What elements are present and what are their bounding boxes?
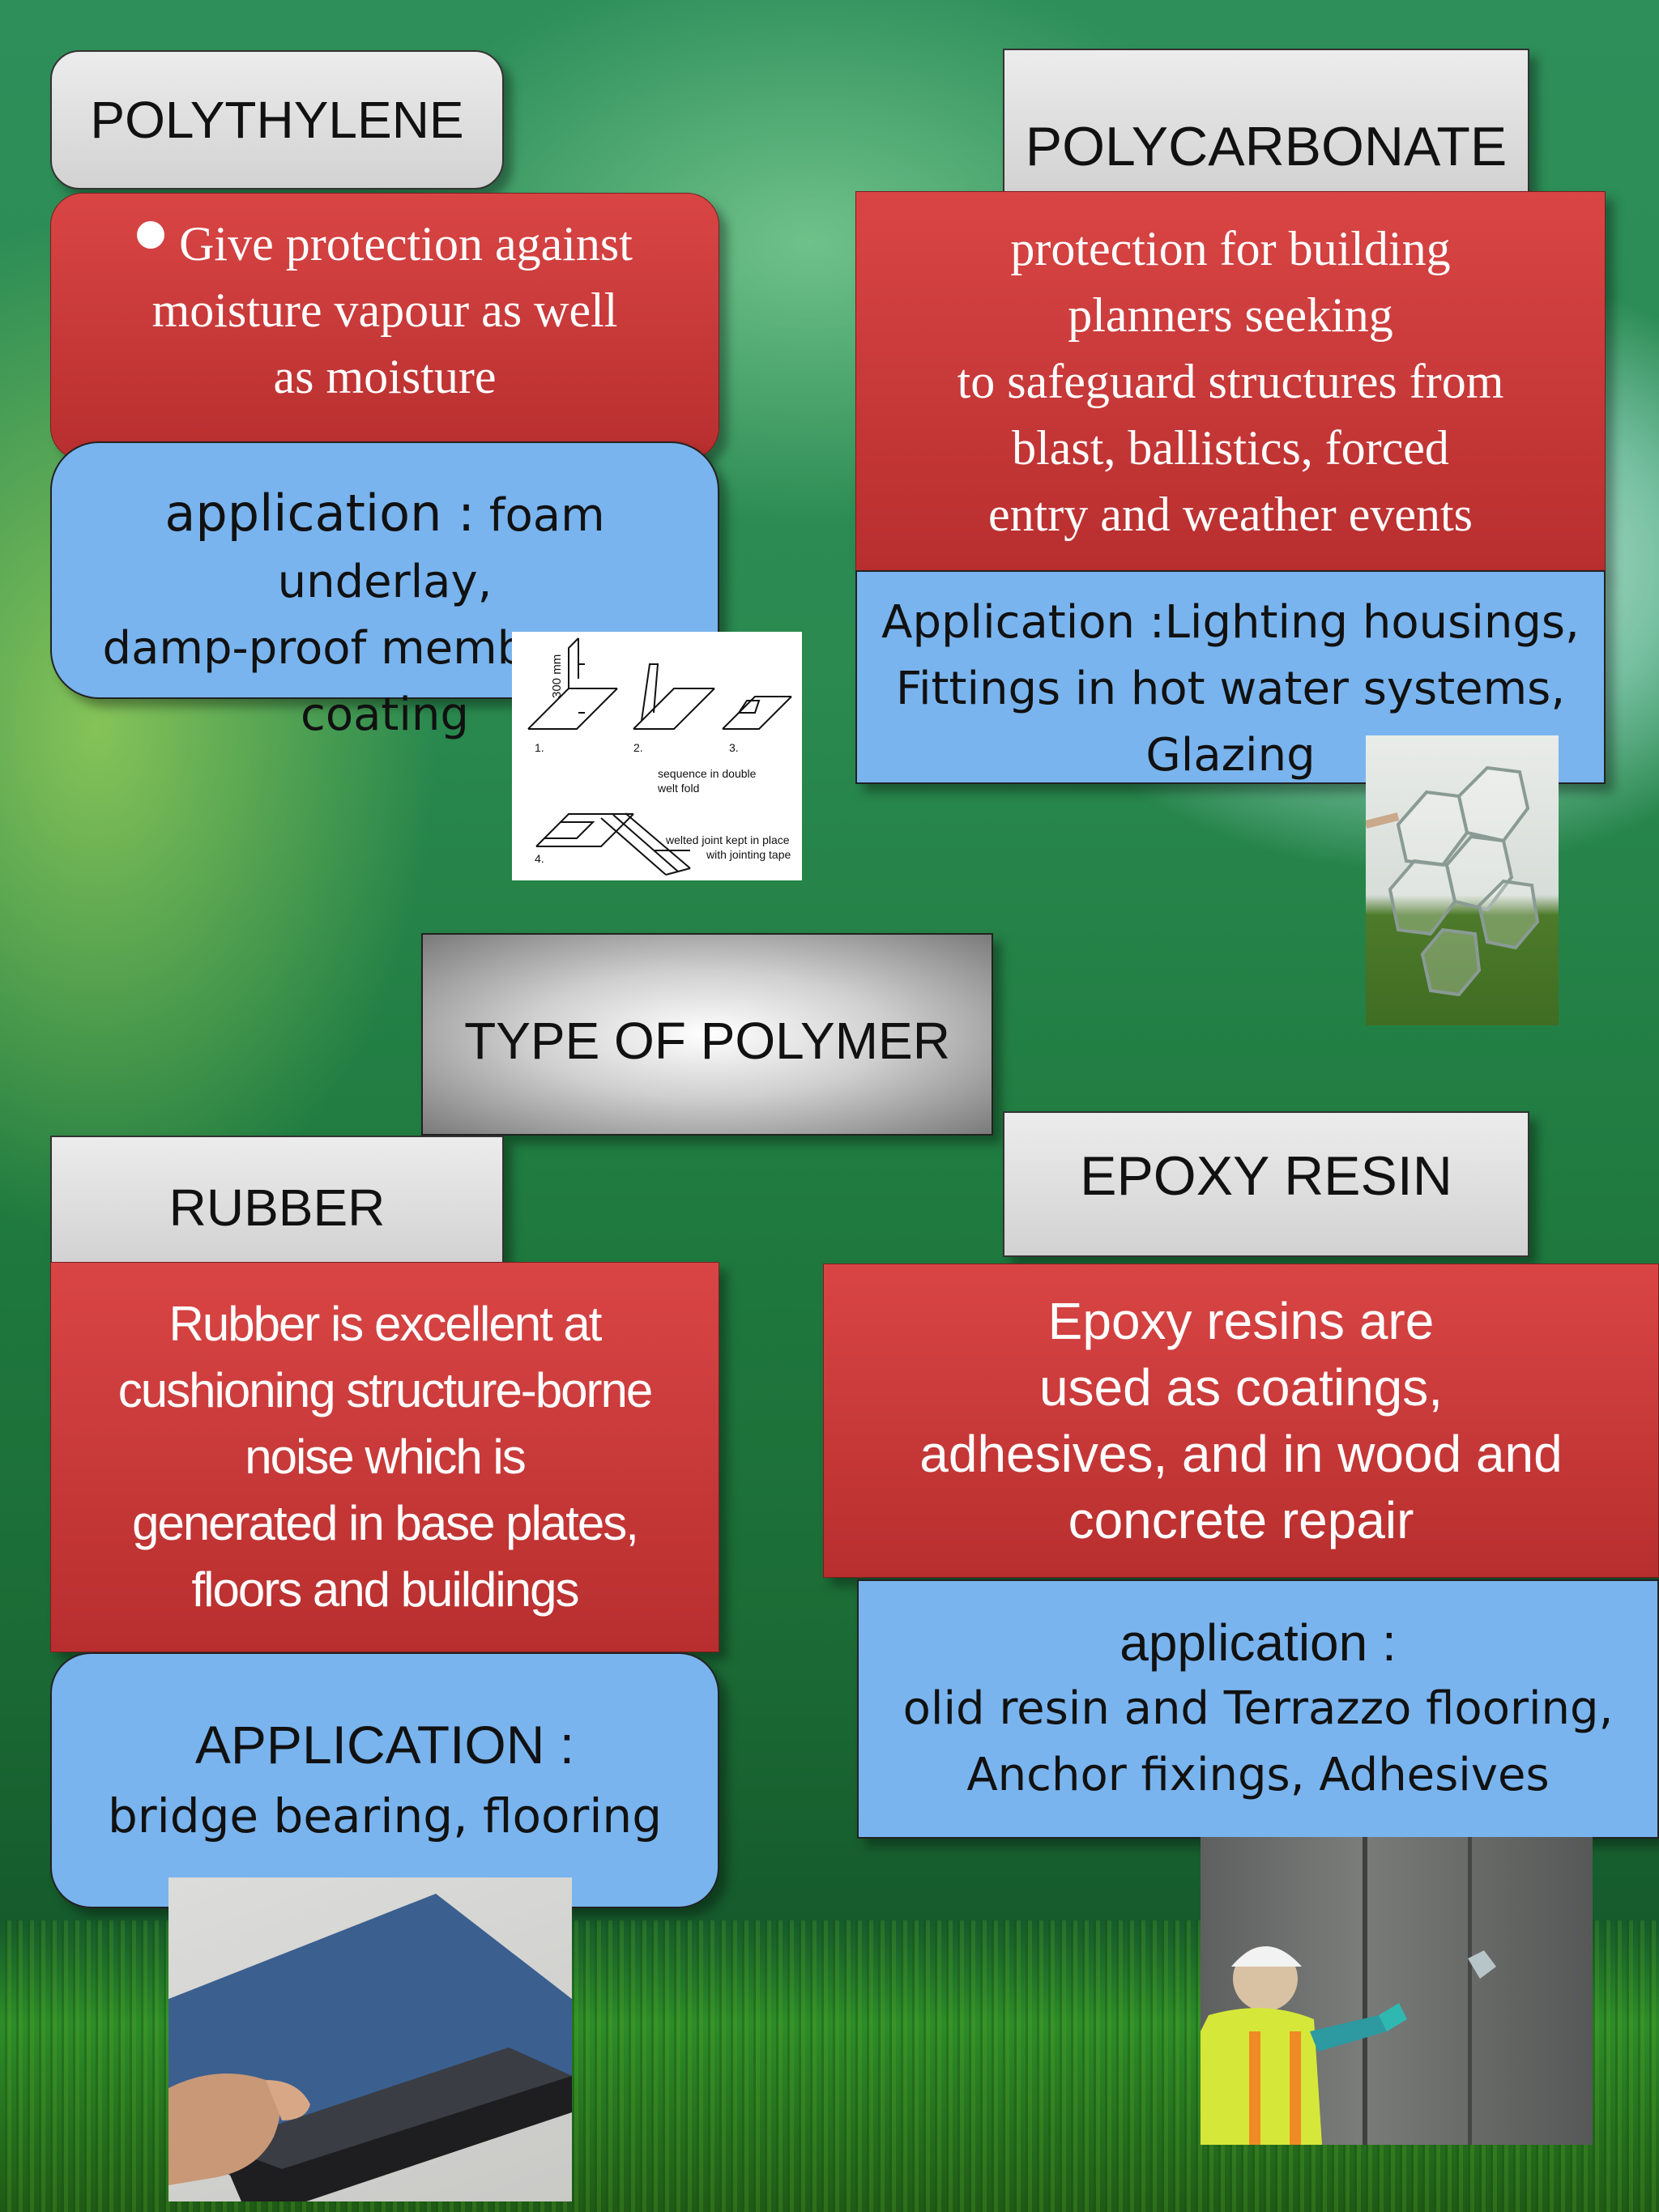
diagram-step-1: 1. (535, 741, 544, 754)
epoxy-desc-line-3: adhesives, and in wood and (919, 1425, 1563, 1483)
diagram-step-2: 2. (633, 741, 643, 754)
polythylene-app-line-1: foam underlay, (277, 489, 605, 608)
epoxy-title-text: EPOXY RESIN (1080, 1145, 1452, 1207)
rubber-desc-line-4: generated in base plates, (132, 1496, 639, 1550)
polycarbonate-desc-line-3: to safeguard structures from (957, 355, 1504, 408)
polycarbonate-hexagon-photo (1366, 735, 1559, 1025)
bullet-icon (137, 221, 165, 249)
rubber-application-text: bridge bearing, flooring (107, 1788, 663, 1843)
epoxy-desc-line-1: Epoxy resins are (1047, 1292, 1435, 1350)
diagram-caption-3: welted joint kept in place (665, 833, 790, 846)
polycarbonate-app-line-1: Application :Lighting housings, (881, 596, 1580, 649)
polythylene-title-text: POLYTHYLENE (90, 91, 464, 149)
diagram-caption-2: welt fold (657, 782, 699, 795)
polythylene-desc-line-1: Give protection against (179, 217, 633, 271)
epoxy-app-line-1: olid resin and Terrazzo flooring, (902, 1682, 1614, 1735)
epoxy-title: EPOXY RESIN (1003, 1111, 1529, 1257)
rubber-application: APPLICATION : bridge bearing, flooring (50, 1652, 719, 1908)
polythylene-desc-line-2: moisture vapour as well (151, 283, 618, 337)
diagram-caption-4: with jointing tape (706, 848, 791, 861)
polythylene-application: application : foam underlay, damp-proof … (50, 441, 719, 741)
polythylene-desc-line-3: as moisture (273, 350, 497, 403)
diagram-step-3: 3. (729, 741, 739, 754)
epoxy-description: Epoxy resins are used as coatings, adhes… (823, 1264, 1659, 1578)
rubber-title-text: RUBBER (168, 1178, 386, 1237)
epoxy-desc-line-4: concrete repair (1068, 1491, 1414, 1549)
polycarbonate-title-text: POLYCARBONATE (1025, 116, 1508, 177)
rubber-desc-line-1: Rubber is excellent at (168, 1297, 603, 1351)
rubber-tile-drawing (168, 1894, 572, 2201)
rubber-application-label: APPLICATION : (194, 1715, 575, 1775)
rubber-desc-line-3: noise which is (245, 1430, 527, 1484)
polycarbonate-desc-line-1: protection for building (1010, 222, 1451, 275)
polycarbonate-desc-line-2: planners seeking (1068, 288, 1393, 342)
epoxy-application: application : olid resin and Terrazzo fl… (857, 1579, 1659, 1839)
rubber-title: RUBBER (50, 1136, 504, 1264)
epoxy-app-line-2: Anchor fixings, Adhesives (966, 1749, 1550, 1801)
polycarbonate-app-line-2: Fittings in hot water systems, (895, 663, 1566, 715)
rubber-description: Rubber is excellent at cushioning struct… (50, 1262, 719, 1652)
hexagon-sheet-drawing (1366, 765, 1540, 997)
polythylene-title: POLYTHYLENE (50, 50, 504, 190)
rubber-mat-photo (168, 1877, 572, 2201)
epoxy-application-label: application : (1120, 1613, 1397, 1672)
welt-fold-diagram: 300 mm 1. 2. 3. 4. sequence in double we… (512, 632, 802, 880)
epoxy-worker-photo (1201, 1837, 1593, 2145)
diagram-step-4: 4. (535, 852, 544, 865)
type-of-polymer-title: TYPE OF POLYMER (421, 933, 993, 1136)
rubber-desc-line-5: floors and buildings (191, 1562, 579, 1617)
polycarbonate-app-line-3: Glazing (1145, 729, 1316, 782)
epoxy-desc-line-2: used as coatings, (1038, 1358, 1444, 1417)
polycarbonate-desc-line-4: blast, ballistics, forced (1012, 421, 1449, 475)
polythylene-description: Give protection against moisture vapour … (50, 193, 719, 460)
diagram-caption-1: sequence in double (658, 767, 757, 780)
diagram-dimension: 300 mm (550, 654, 564, 698)
polycarbonate-title: POLYCARBONATE (1003, 49, 1529, 194)
type-of-polymer-text: TYPE OF POLYMER (464, 1012, 950, 1070)
welt-fold-drawing: 300 mm 1. 2. 3. 4. sequence in double we… (527, 637, 792, 876)
rubber-desc-line-2: cushioning structure-borne (117, 1363, 653, 1417)
polythylene-application-label: application : (164, 484, 475, 543)
worker-drawing (1201, 1837, 1496, 2145)
polythylene-app-line-3: coating (301, 688, 469, 741)
polycarbonate-description: protection for building planners seeking… (855, 191, 1606, 572)
polycarbonate-desc-line-5: entry and weather events (987, 488, 1473, 541)
